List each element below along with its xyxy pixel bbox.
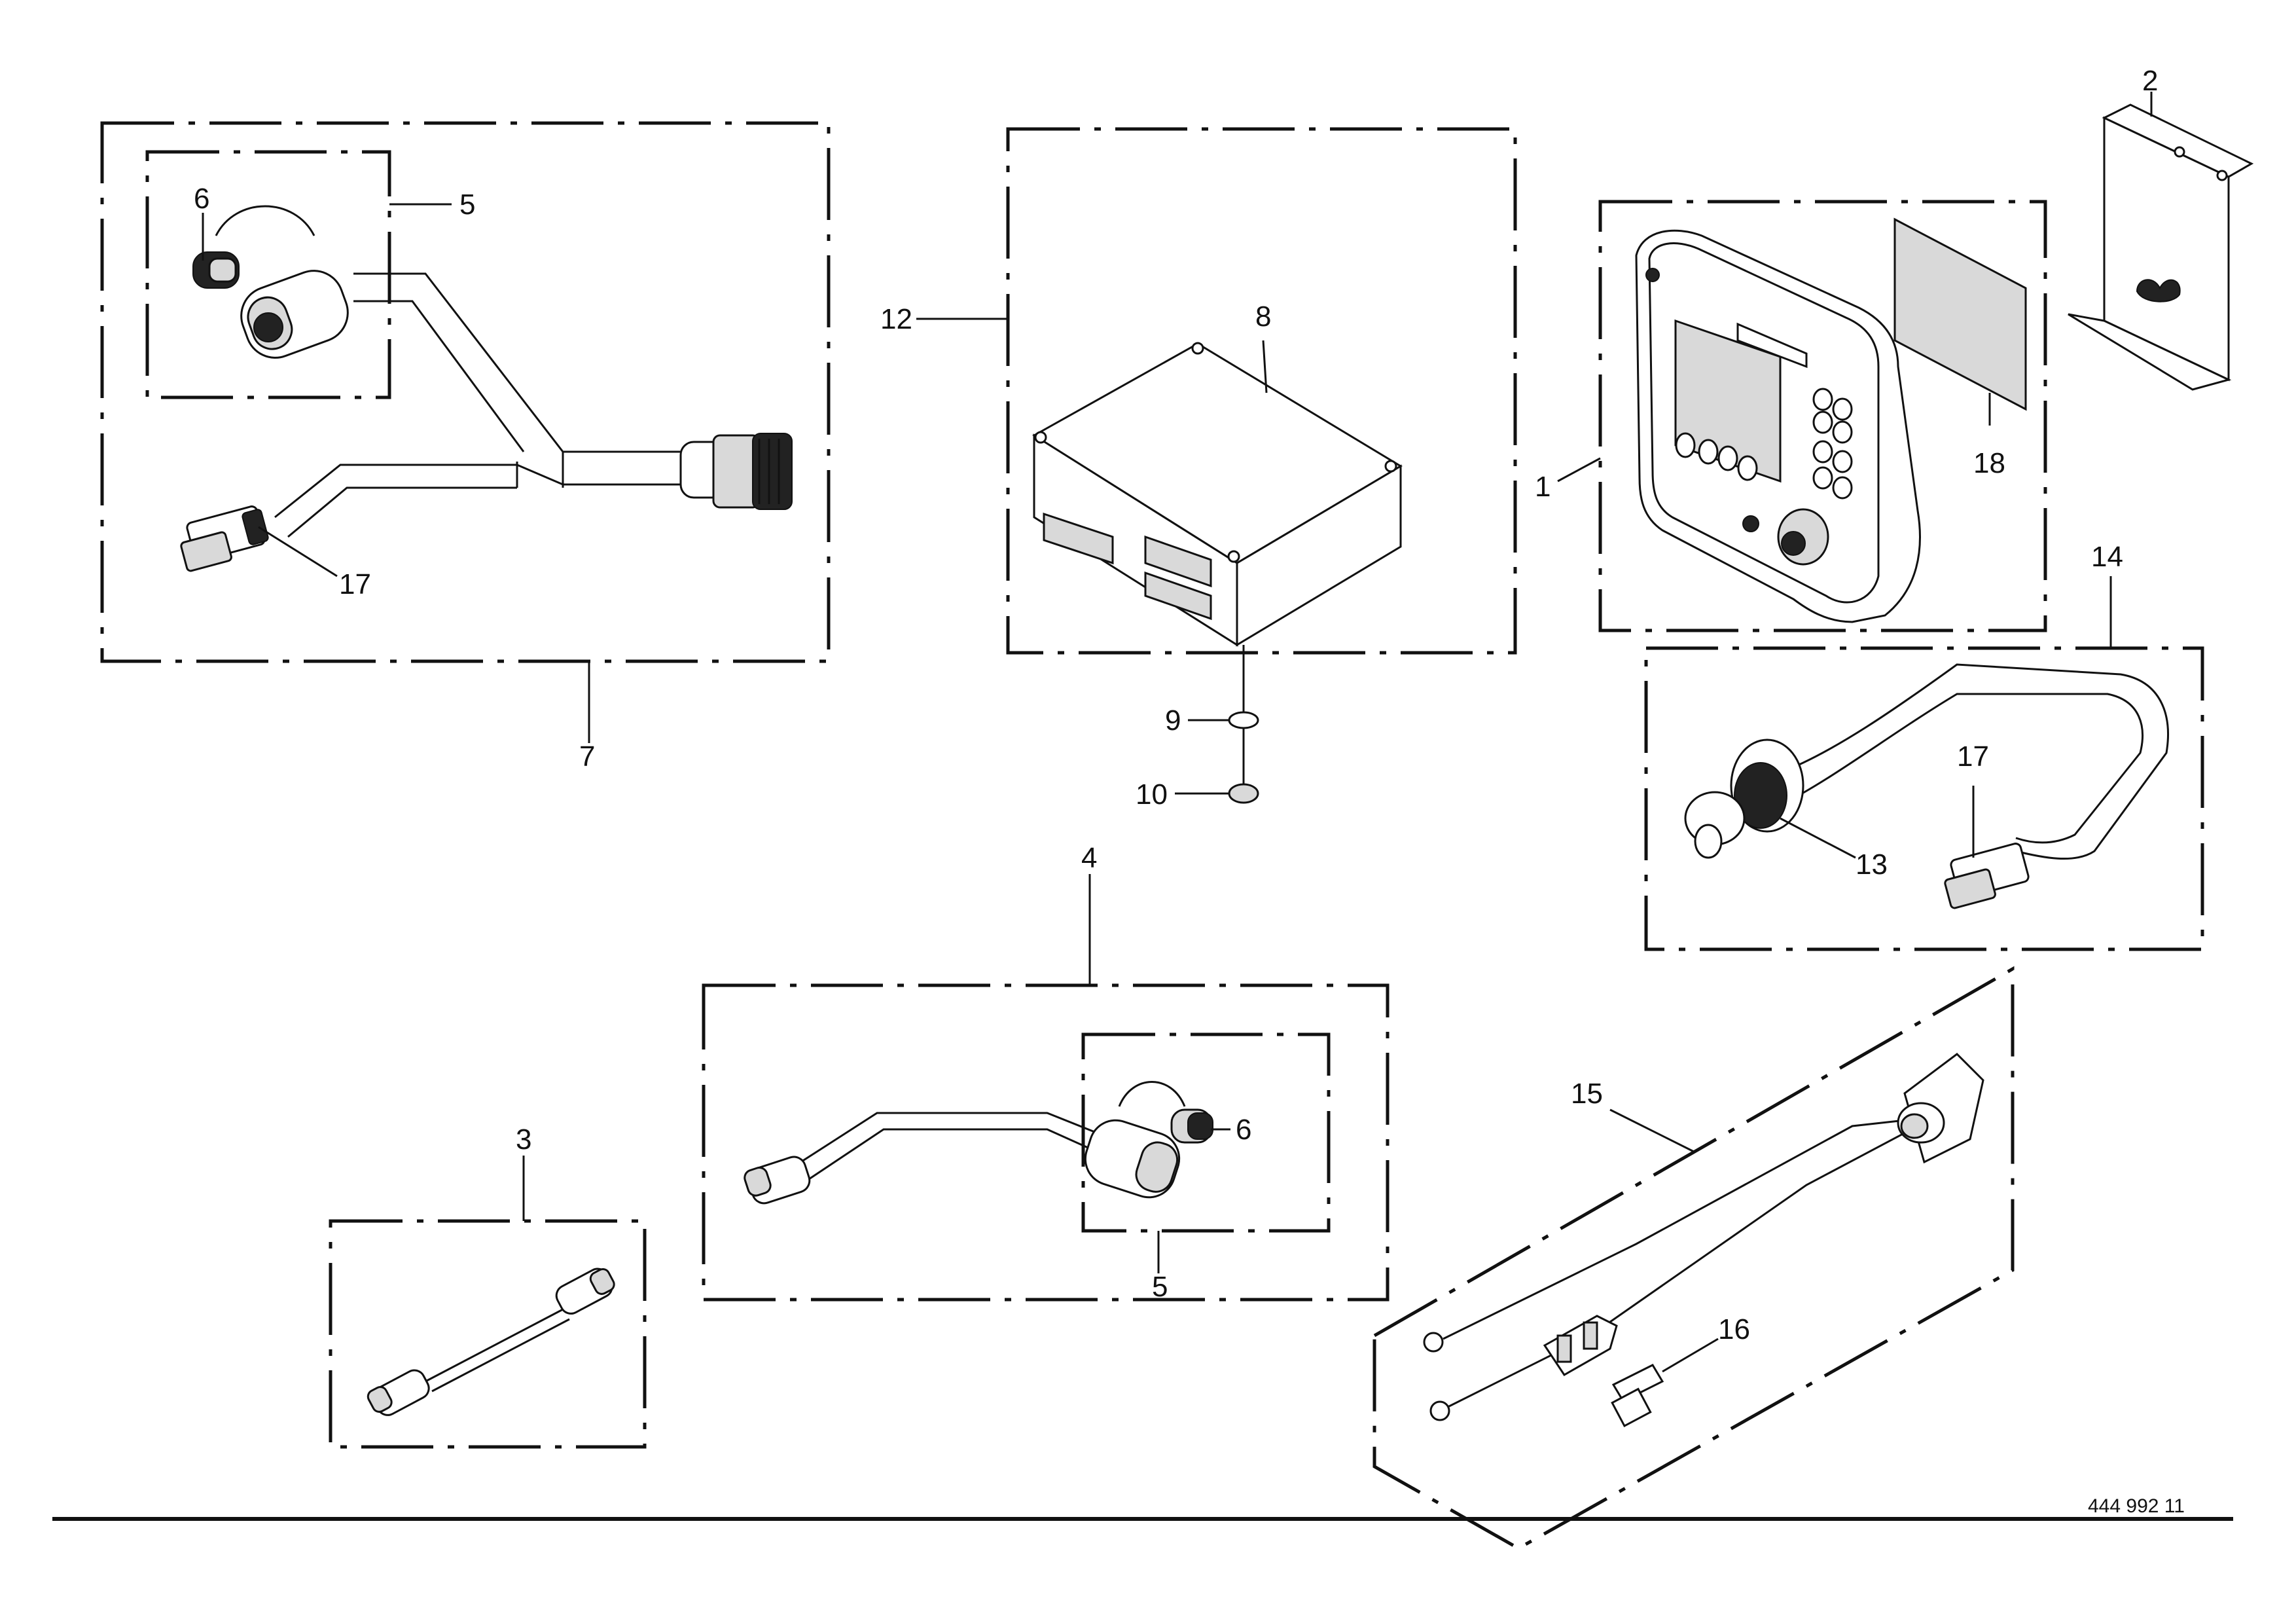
box-connector-a [1043, 512, 1114, 565]
group-frame-3 [329, 1219, 647, 1449]
extension-cable [785, 1112, 1113, 1173]
callout-6-top: 6 [194, 183, 209, 215]
callout-2: 2 [2142, 65, 2158, 97]
box-connector-b [1144, 535, 1212, 588]
callout-17-right: 17 [1957, 740, 1989, 773]
callout-16: 16 [1718, 1313, 1750, 1345]
callout-14: 14 [2091, 541, 2123, 573]
control-box-assembly-12: 12 8 9 10 [880, 127, 1517, 811]
adapter-cable-assembly-3: 3 [329, 1123, 647, 1449]
fuse-16 [1611, 1364, 1664, 1428]
group-frame-1 [1598, 200, 2047, 632]
cap-connector-6-bottom [1118, 1081, 1213, 1144]
box-connector-c [1144, 571, 1212, 621]
group-frame-5-top [145, 150, 391, 399]
group-frame-5-bottom [1081, 1032, 1331, 1233]
callout-5-bottom: 5 [1152, 1271, 1168, 1303]
terminal-assembly-1: 1 18 [1535, 200, 2047, 632]
group-frame-12 [1006, 127, 1517, 655]
callout-1: 1 [1535, 471, 1551, 503]
callout-6-bottom: 6 [1236, 1114, 1251, 1146]
adhesive-pad-18 [1893, 217, 2027, 411]
group-frame-15 [1372, 966, 2015, 1550]
drawing-number: 444 992 11 [2088, 1495, 2185, 1517]
leader-17-left [258, 526, 338, 577]
fuse-holder [1543, 1315, 1618, 1376]
nut-10 [1228, 783, 1259, 804]
callout-4: 4 [1081, 842, 1097, 874]
cable-loop-14 [1780, 663, 2169, 860]
terminal-buttons [1675, 388, 1853, 500]
large-round-connector [679, 433, 793, 510]
callout-10: 10 [1136, 778, 1168, 811]
callout-12: 12 [880, 303, 912, 335]
cap-connector-6-top [192, 205, 315, 289]
harness-cable-top [353, 272, 687, 453]
small-connector-left [744, 1156, 811, 1205]
ring-terminal-a [1423, 1332, 1444, 1353]
bracket-logo [2136, 279, 2181, 302]
leader-8 [1262, 340, 1268, 393]
power-cable [1443, 1118, 1912, 1340]
adapter-cable [425, 1308, 564, 1383]
group-frame-14 [1644, 646, 2204, 951]
leader-13 [1780, 817, 1856, 859]
extension-cable-assembly-4: 4 5 6 [702, 842, 1390, 1303]
adapter-connector-right [555, 1267, 615, 1315]
round-connector-top [240, 270, 349, 359]
round-connector-bottom [1084, 1119, 1181, 1199]
adapter-connector-left [367, 1369, 430, 1416]
plug-17-right [1944, 843, 2030, 909]
callout-7: 7 [579, 740, 595, 773]
cable-assembly-14: 14 13 17 [1644, 541, 2204, 951]
group-frame-7 [100, 121, 831, 663]
leader-15 [1609, 1108, 1696, 1154]
ring-terminal-b [1429, 1400, 1450, 1421]
power-socket [1897, 1053, 1984, 1164]
callout-5-top: 5 [459, 189, 475, 221]
callout-15: 15 [1571, 1078, 1603, 1110]
terminal-screen [1674, 319, 1782, 483]
socket-13 [1684, 739, 1804, 859]
plug-17-left [180, 505, 269, 572]
callout-18: 18 [1973, 447, 2005, 479]
washer-9 [1228, 711, 1259, 729]
mounting-bracket-2: 2 [2068, 65, 2254, 391]
leader-16 [1662, 1338, 1719, 1373]
callout-3: 3 [516, 1123, 531, 1156]
harness-assembly-7: 7 5 6 17 [100, 121, 831, 773]
group-frame-4 [702, 983, 1390, 1302]
callout-17-left: 17 [339, 568, 371, 600]
callout-9: 9 [1165, 704, 1181, 737]
callout-13: 13 [1856, 848, 1888, 881]
power-cable-assembly-15: 15 16 [1372, 966, 2015, 1550]
callout-8: 8 [1255, 301, 1271, 333]
leader-1 [1557, 457, 1601, 483]
